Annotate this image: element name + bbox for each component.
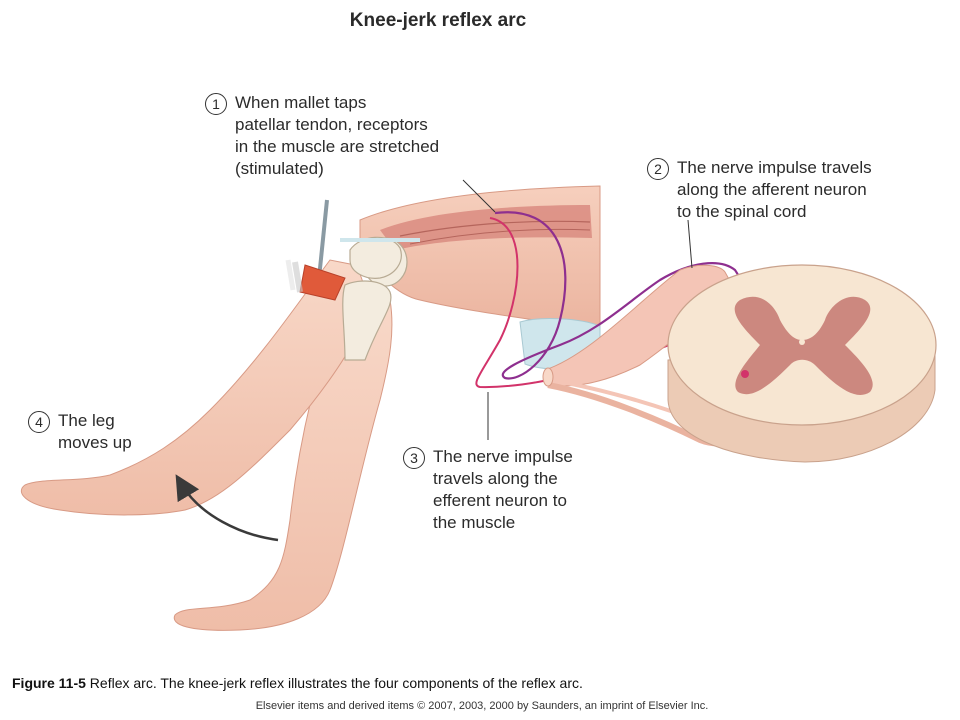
step-4-number: 4 bbox=[28, 411, 50, 433]
figure-caption-text: Reflex arc. The knee-jerk reflex illustr… bbox=[85, 675, 583, 691]
step-2-text: The nerve impulse travels along the affe… bbox=[677, 158, 872, 221]
figure-label: Figure 11-5 bbox=[12, 675, 86, 691]
step-2-number: 2 bbox=[647, 158, 669, 180]
knee-bones bbox=[340, 236, 420, 361]
step-4-text: The leg moves up bbox=[58, 411, 132, 452]
quadriceps-muscle bbox=[380, 205, 592, 250]
step-4-label: 4 The leg moves up bbox=[28, 410, 132, 454]
step-3-text: The nerve impulse travels along the effe… bbox=[433, 447, 573, 532]
afferent-neuron bbox=[494, 211, 747, 380]
leg-movement-arrow bbox=[175, 474, 279, 542]
step-3-number: 3 bbox=[403, 447, 425, 469]
pointer-step-1 bbox=[462, 179, 496, 213]
resting-leg bbox=[173, 299, 393, 631]
step-2-label: 2 The nerve impulse travels along the af… bbox=[647, 157, 872, 223]
step-1-text: When mallet taps patellar tendon, recept… bbox=[235, 93, 440, 178]
pointer-step-2 bbox=[687, 219, 693, 269]
step-1-number: 1 bbox=[205, 93, 227, 115]
figure-caption: Figure 11-5 Reflex arc. The knee-jerk re… bbox=[12, 675, 583, 691]
copyright-credit: Elsevier items and derived items © 2007,… bbox=[255, 700, 709, 712]
step-1-label: 1 When mallet taps patellar tendon, rece… bbox=[205, 92, 439, 180]
step-3-label: 3 The nerve impulse travels along the ef… bbox=[403, 446, 573, 534]
synapse bbox=[741, 370, 749, 378]
spinal-cord bbox=[667, 264, 937, 463]
gray-matter bbox=[734, 296, 873, 395]
diagram-title: Knee-jerk reflex arc bbox=[349, 10, 527, 31]
reflex-hammer bbox=[285, 199, 346, 301]
